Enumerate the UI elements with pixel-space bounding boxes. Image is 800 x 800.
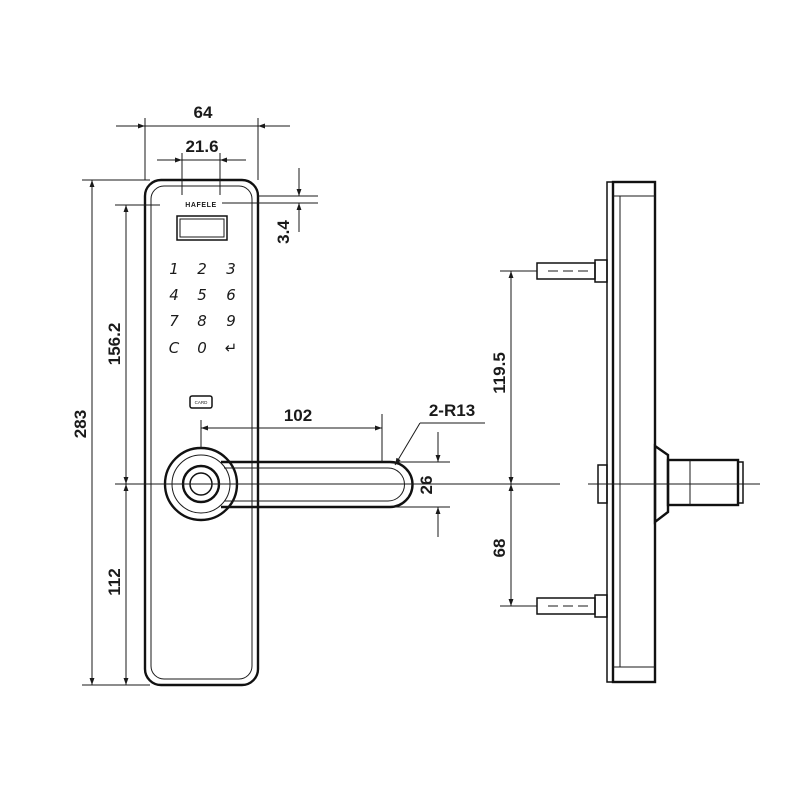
keypad: 1 2 3 4 5 6 7 8 9 C 0 ↵	[169, 260, 238, 357]
dim-handle-height: 26	[417, 476, 436, 495]
lower-mounting-pin	[536, 594, 608, 618]
key-4: 4	[169, 286, 179, 304]
card-label: CARD	[195, 400, 209, 405]
brand-logo: HAFELE	[185, 202, 217, 209]
display-window-inner	[179, 218, 225, 238]
key-clear: C	[169, 339, 180, 357]
dim-display-width: 21.6	[185, 137, 218, 156]
key-6: 6	[226, 286, 236, 304]
key-enter: ↵	[225, 339, 238, 357]
dimension-lines	[82, 118, 760, 686]
key-8: 8	[197, 312, 207, 330]
dim-pin-spacing-upper: 119.5	[490, 352, 509, 394]
front-view: HAFELE 1 2 3 4 5 6 7 8 9 C 0 ↵ CARD	[143, 178, 414, 687]
key-5: 5	[197, 286, 207, 304]
upper-mounting-pin	[536, 259, 608, 283]
dim-top-offset: 3.4	[274, 220, 293, 244]
dim-upper-height: 156.2	[105, 323, 124, 366]
key-0: 0	[197, 339, 207, 357]
dim-height-total: 283	[71, 410, 90, 438]
dim-handle-length: 102	[284, 406, 312, 425]
key-7: 7	[169, 312, 179, 330]
dim-width-total: 64	[194, 103, 213, 122]
escutcheon-inner	[150, 185, 253, 680]
key-2: 2	[197, 260, 207, 278]
dim-handle-radius: 2-R13	[429, 401, 475, 420]
side-view	[536, 180, 744, 684]
card-reader	[189, 395, 213, 409]
key-3: 3	[226, 260, 236, 278]
escutcheon-outer	[143, 178, 260, 687]
dimension-labels: 64 21.6 3.4 283 156.2 112 102 2-R13 26 1…	[71, 103, 509, 596]
dim-lower-height: 112	[105, 568, 124, 595]
side-body	[611, 180, 657, 684]
dim-pin-spacing-lower: 68	[490, 539, 509, 558]
key-9: 9	[226, 312, 236, 330]
display-window	[176, 215, 228, 241]
key-1: 1	[169, 260, 179, 278]
